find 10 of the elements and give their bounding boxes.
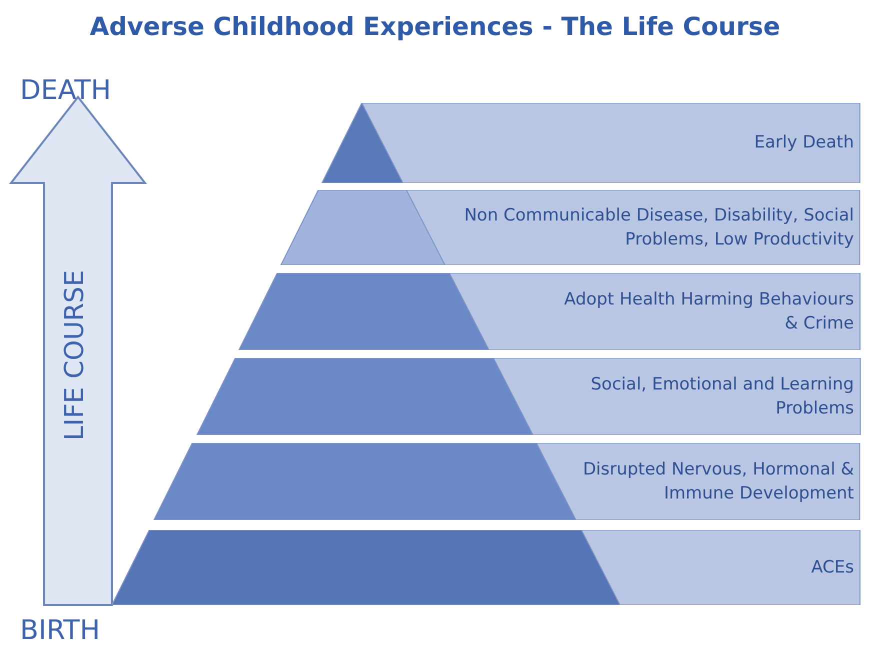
tier-label: ACEs bbox=[811, 556, 854, 580]
tier-label: Disrupted Nervous, Hormonal & Immune Development bbox=[582, 458, 854, 506]
tier-label: Social, Emotional and Learning Problems bbox=[590, 372, 854, 420]
tier-label: Non Communicable Disease, Disability, Social Problems, Low Productivity bbox=[463, 204, 854, 252]
axis-end-label: BIRTH bbox=[20, 615, 100, 646]
tier-label: Early Death bbox=[754, 132, 854, 155]
axis-end-label: DEATH bbox=[20, 75, 112, 106]
diagram-title: Adverse Childhood Experiences - The Life Course bbox=[88, 12, 782, 41]
axis-label: LIFE COURSE bbox=[60, 270, 90, 440]
tier-label: Adopt Health Harming Behaviours & Crime bbox=[563, 288, 854, 336]
